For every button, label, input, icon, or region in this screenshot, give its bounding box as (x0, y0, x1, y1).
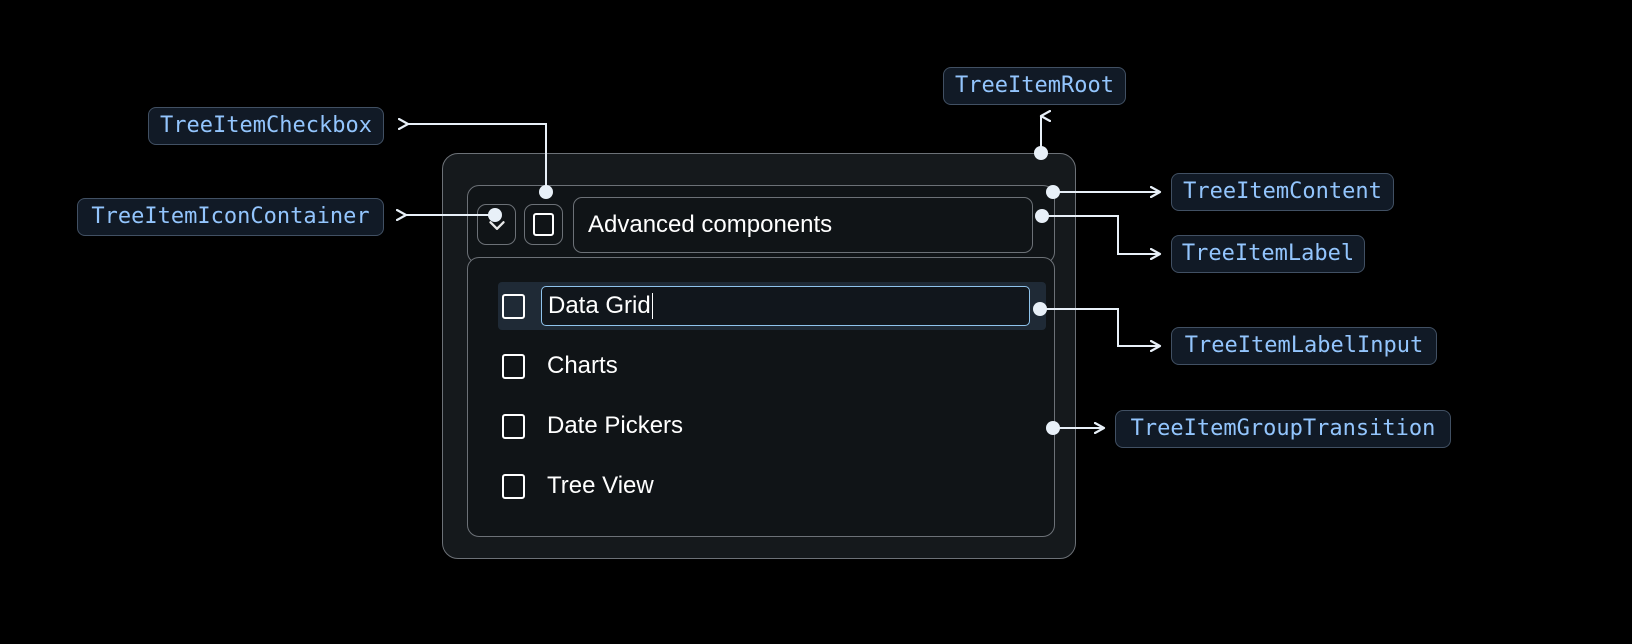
tree-item-label-text: Advanced components (588, 210, 833, 238)
annotation-chip-tree-item-root: TreeItemRoot (943, 67, 1126, 105)
tree-item-label-input-value: Data Grid (548, 292, 651, 319)
tree-item-row-tree-view[interactable]: Tree View (468, 462, 1054, 510)
tree-item-content[interactable]: Advanced components (467, 185, 1055, 264)
annotation-chip-tree-item-group-transition: TreeItemGroupTransition (1115, 410, 1451, 448)
tree-item-label-text: Tree View (547, 472, 654, 499)
annotation-chip-label: TreeItemLabel (1181, 241, 1355, 266)
tree-item-label-input[interactable]: Data Grid (541, 286, 1030, 326)
checkbox-icon[interactable] (502, 293, 525, 319)
annotation-chip-label: TreeItemCheckbox (160, 113, 372, 138)
annotation-chip-label: TreeItemIconContainer (91, 204, 370, 229)
annotation-chip-tree-item-checkbox: TreeItemCheckbox (148, 107, 384, 145)
annotation-chip-label: TreeItemLabelInput (1184, 333, 1424, 358)
annotation-chip-label: TreeItemRoot (955, 73, 1114, 98)
tree-item-row-date-pickers[interactable]: Date Pickers (468, 402, 1054, 450)
tree-item-root[interactable]: Advanced components Data Grid Charts Dat… (442, 153, 1076, 559)
tree-item-group-transition: Data Grid Charts Date Pickers Tree View (467, 257, 1055, 537)
text-caret (651, 293, 654, 319)
tree-item-icon-container[interactable] (477, 204, 516, 245)
tree-item-label-text: Charts (547, 352, 618, 379)
checkbox-icon[interactable] (502, 473, 525, 499)
checkbox-icon[interactable] (502, 413, 525, 439)
annotation-chip-tree-item-label: TreeItemLabel (1171, 235, 1365, 273)
chevron-down-icon (488, 220, 505, 230)
annotation-chip-tree-item-label-input: TreeItemLabelInput (1171, 327, 1437, 365)
annotation-chip-tree-item-icon-container: TreeItemIconContainer (77, 198, 384, 236)
tree-item-checkbox[interactable] (524, 204, 563, 245)
annotation-chip-tree-item-content: TreeItemContent (1171, 173, 1394, 211)
checkbox-icon (533, 213, 554, 236)
tree-item-label[interactable]: Advanced components (573, 196, 1033, 253)
tree-item-row-data-grid[interactable]: Data Grid (498, 282, 1046, 330)
annotation-chip-label: TreeItemContent (1183, 179, 1382, 204)
tree-item-label-text: Date Pickers (547, 412, 684, 439)
tree-item-row-charts[interactable]: Charts (468, 342, 1054, 390)
checkbox-icon[interactable] (502, 353, 525, 379)
annotation-chip-label: TreeItemGroupTransition (1130, 416, 1436, 441)
